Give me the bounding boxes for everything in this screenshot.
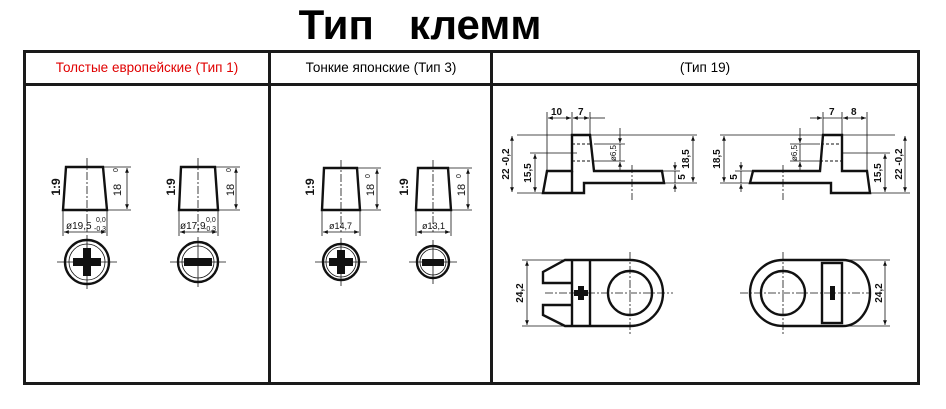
type19-right-h-base: 5 <box>729 174 740 180</box>
minus-icon <box>830 286 835 300</box>
column-header-type19: (Тип 19) <box>679 60 731 75</box>
type3-minus-height: 18 <box>456 184 468 196</box>
type1-minus-tol-up: 0,0 <box>206 217 216 224</box>
type19-right-w1: 7 <box>829 107 835 118</box>
type1-plus-taper: 1:9 <box>49 178 63 196</box>
type1-plus-tol-up: 0,0 <box>96 217 106 224</box>
type19-right-w2: 8 <box>851 107 857 118</box>
type19-left-width: 24,2 <box>515 283 526 303</box>
type1-minus-height-tol: 0 <box>226 168 233 172</box>
type19-right-h-left: 18,5 <box>712 149 723 169</box>
type3-plus-height-tol: 0 <box>365 174 372 178</box>
type19-left-h-mid: 15,5 <box>523 163 534 183</box>
type1-plus-terminal-drawing: 18 0 1:9 ø19,5 0,0 -0,3 <box>49 158 131 289</box>
minus-icon <box>184 258 212 266</box>
type19-right-width: 24,2 <box>874 283 885 303</box>
column-divider <box>490 53 493 382</box>
type3-plus-diameter: ø14,7 <box>329 221 352 231</box>
column-header-type1: Толстые европейские (Тип 1) <box>55 60 239 75</box>
type19-left-w1: 10 <box>551 107 563 118</box>
minus-icon <box>422 259 444 266</box>
column-header-type3: Тонкие японские (Тип 3) <box>305 60 457 75</box>
column-divider <box>268 53 271 382</box>
type19-right-hole: ø6,5 <box>790 144 799 161</box>
type3-plus-taper: 1:9 <box>303 178 317 196</box>
type19-right-side-view: 7 8 18,5 5 ø6,5 15,5 22 -0,2 <box>712 107 910 200</box>
type3-minus-terminal-drawing: 18 0 1:9 ø13,1 <box>397 160 472 284</box>
header-divider <box>26 83 917 86</box>
type19-right-top-view: 24,2 <box>740 252 890 336</box>
type1-plus-tol-low: -0,3 <box>94 226 106 233</box>
type19-left-h-right: 18,5 <box>681 149 692 169</box>
type3-minus-taper: 1:9 <box>397 178 411 196</box>
type1-minus-diameter: ø17,9 <box>180 221 206 232</box>
terminal-types-table: Толстые европейские (Тип 1) Тонкие японс… <box>23 50 920 385</box>
type3-plus-terminal-drawing: 18 0 1:9 ø14,7 <box>303 160 381 286</box>
type1-minus-height: 18 <box>225 184 237 196</box>
page-title: Тип клемм <box>298 1 542 48</box>
type19-left-h-base: 5 <box>677 174 688 180</box>
type3-minus-diameter: ø13,1 <box>422 221 445 231</box>
type19-left-w2: 7 <box>578 107 584 118</box>
type1-minus-taper: 1:9 <box>164 178 178 196</box>
type1-minus-terminal-drawing: 18 0 1:9 ø17,9 0,0 -0,3 <box>164 158 240 287</box>
type1-minus-tol-low: -0,3 <box>204 226 216 233</box>
type19-right-h-mid: 15,5 <box>873 163 884 183</box>
type1-plus-height-tol: 0 <box>113 168 120 172</box>
type19-left-hole: ø6,5 <box>609 144 618 161</box>
type19-right-h-total: 22 -0,2 <box>894 148 905 180</box>
type3-plus-height: 18 <box>365 184 377 196</box>
type1-plus-height: 18 <box>112 184 124 196</box>
type19-left-h-total: 22 -0,2 <box>501 148 512 180</box>
type3-minus-height-tol: 0 <box>456 174 463 178</box>
type1-plus-diameter: ø19,5 <box>66 221 92 232</box>
type19-left-side-view: 10 7 22 -0,2 15,5 ø6,5 18,5 5 <box>501 107 697 200</box>
type19-left-top-view: 24,2 <box>515 252 673 336</box>
